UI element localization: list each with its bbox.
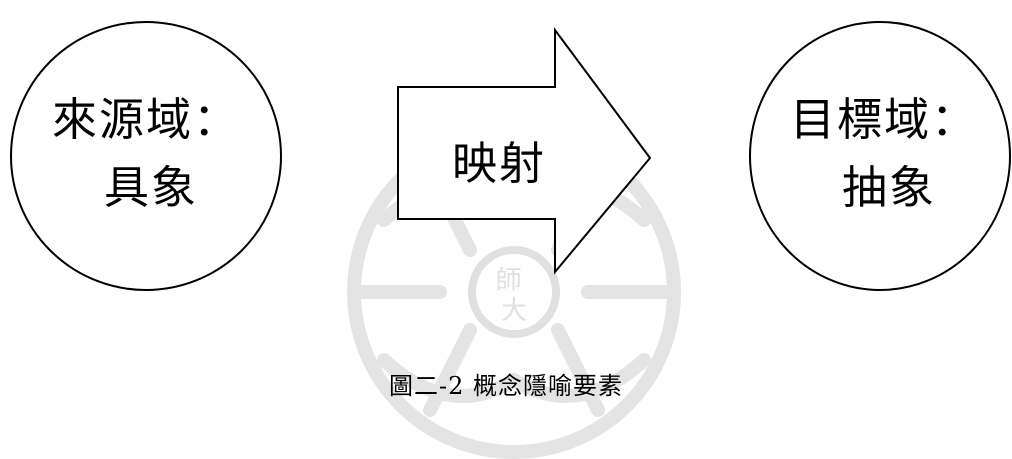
mapping-arrow [397,26,652,275]
source-domain-title: 來源域： [52,93,241,146]
target-domain-circle [749,21,1011,291]
target-domain-value: 抽象 [842,161,937,214]
figure-caption: 圖二-2 概念隱喻要素 [388,372,623,400]
source-domain-value: 具象 [104,161,199,214]
target-domain-title: 目標域： [790,93,979,146]
source-domain-circle [10,21,282,291]
mapping-label: 映射 [452,137,547,190]
seal-text: 師 大 [496,258,533,326]
